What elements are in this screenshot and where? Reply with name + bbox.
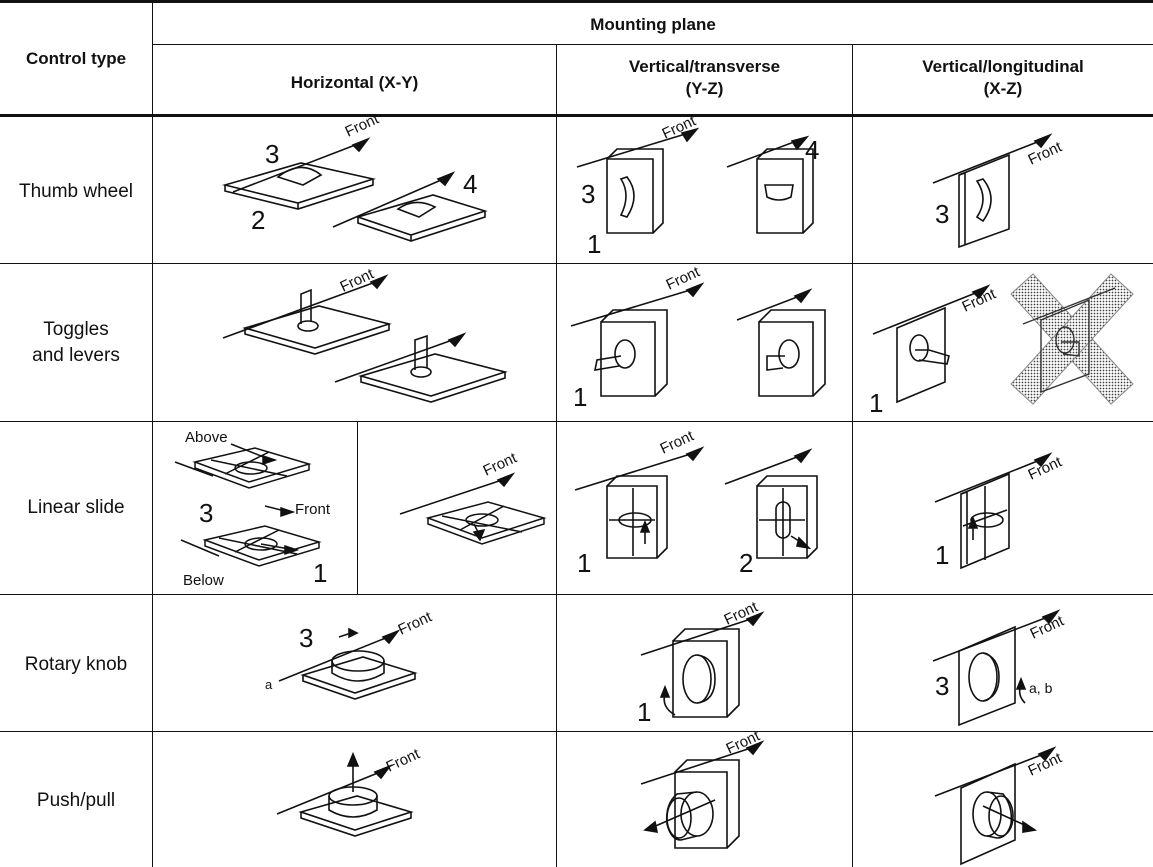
push-pull-longitudinal-figure: Front: [934, 746, 1065, 866]
thumb-wheel-num-4: 4: [463, 169, 477, 199]
toggles-front: Front: [338, 265, 378, 296]
row-label-toggles-line2: and levers: [32, 345, 120, 366]
header-vertical-longitudinal: Vertical/longitudinal (X-Z): [853, 56, 1153, 100]
rotary-knob-num-3: 3: [299, 623, 313, 653]
thumb-wheel-trans-num-1: 1: [587, 229, 601, 259]
rotary-knob-trans-num-1: 1: [637, 697, 651, 727]
header-mounting-plane: Mounting plane: [590, 15, 716, 34]
row-divider-2: [0, 421, 1153, 422]
thumb-wheel-horizontal-figure: 3 2 4 Front: [221, 110, 488, 242]
row-label-thumb-wheel: Thumb wheel: [18, 181, 134, 202]
header-vertical-longitudinal-line2: (X-Z): [983, 79, 1023, 98]
row-label-push-pull: Push/pull: [36, 790, 116, 811]
toggles-trans-num-1: 1: [573, 382, 587, 412]
thumb-wheel-trans-num-3: 3: [581, 179, 595, 209]
linear-slide-long-num-1: 1: [935, 540, 949, 570]
rotary-knob-longitudinal-figure: 3 a, b Front: [932, 609, 1067, 727]
thumb-wheel-num-2: 2: [251, 205, 265, 235]
linear-slide-above: Above: [185, 429, 228, 446]
linear-slide-subdivider: [357, 421, 358, 594]
push-pull-transverse-figure: Front: [640, 727, 765, 849]
linear-slide-longitudinal-figure: 1 Front: [934, 452, 1065, 570]
thumb-wheel-transverse-figure: 3 1 4 Front: [576, 112, 819, 259]
prohibited-cross-icon: [1010, 273, 1134, 405]
rotary-knob-long-num-3: 3: [935, 671, 949, 701]
toggles-transverse-figure: 1 Front: [570, 263, 826, 412]
thumb-wheel-num-3: 3: [265, 139, 279, 169]
thumb-wheel-long-num-3: 3: [935, 199, 949, 229]
row-label-rotary-knob: Rotary knob: [24, 654, 128, 675]
row-label-linear-slide: Linear slide: [27, 497, 125, 518]
linear-slide-below: Below: [183, 572, 224, 589]
toggles-longitudinal-figure: 1 Front: [869, 273, 1134, 418]
linear-slide-front: Front: [295, 501, 331, 518]
row-label-toggles-line1: Toggles: [43, 319, 109, 340]
header-vertical-transverse-line2: (Y-Z): [685, 79, 724, 98]
header-divider-mounting: [153, 44, 1153, 45]
rotary-knob-front: Front: [396, 608, 436, 639]
header-control-type: Control type: [25, 49, 127, 68]
row-divider-4: [0, 731, 1153, 732]
push-pull-front: Front: [384, 745, 424, 776]
rotary-knob-long-ab: a, b: [1029, 680, 1053, 696]
header-bottom-border: [0, 114, 1153, 117]
linear-slide-transverse-figure: 1 2 Front: [574, 427, 818, 578]
linear-slide-num-1: 1: [313, 558, 327, 588]
thumb-wheel-longitudinal-figure: 3 Front: [932, 133, 1066, 249]
toggles-long-num-1: 1: [869, 388, 883, 418]
linear-slide-trans-num-1: 1: [577, 548, 591, 578]
rotary-knob-transverse-figure: 1 Front: [637, 598, 765, 727]
push-pull-trans-front: Front: [724, 727, 764, 758]
row-label-toggles-levers: Toggles and levers: [0, 317, 152, 369]
linear-slide-right-front: Front: [481, 449, 521, 480]
linear-slide-horizontal-left-figure: Above Below 3 1 Front: [174, 429, 331, 589]
rotary-knob-trans-front: Front: [722, 598, 762, 629]
column-divider-label: [152, 0, 153, 867]
row-divider-1: [0, 263, 1153, 264]
header-vertical-transverse-line1: Vertical/transverse: [628, 57, 781, 76]
push-pull-horizontal-figure: Front: [276, 745, 424, 837]
linear-slide-horizontal-right-figure: Front: [399, 449, 547, 545]
thumb-wheel-trans-front: Front: [660, 112, 700, 143]
header-vertical-transverse: Vertical/transverse (Y-Z): [557, 56, 852, 100]
row-divider-3: [0, 594, 1153, 595]
table-border-top: [0, 0, 1153, 3]
thumb-wheel-trans-num-4: 4: [805, 135, 819, 165]
rotary-knob-horizontal-figure: 3 a Front: [265, 608, 436, 700]
header-vertical-longitudinal-line1: Vertical/longitudinal: [922, 57, 1084, 76]
toggles-horizontal-figure: Front: [222, 265, 508, 403]
linear-slide-trans-num-2: 2: [739, 548, 753, 578]
thumb-wheel-long-front: Front: [1026, 138, 1066, 169]
header-horizontal: Horizontal (X-Y): [290, 73, 419, 92]
column-divider-transverse: [852, 44, 853, 867]
rotary-knob-a: a: [265, 677, 273, 692]
linear-slide-num-3: 3: [199, 498, 213, 528]
column-divider-horizontal: [556, 44, 557, 867]
